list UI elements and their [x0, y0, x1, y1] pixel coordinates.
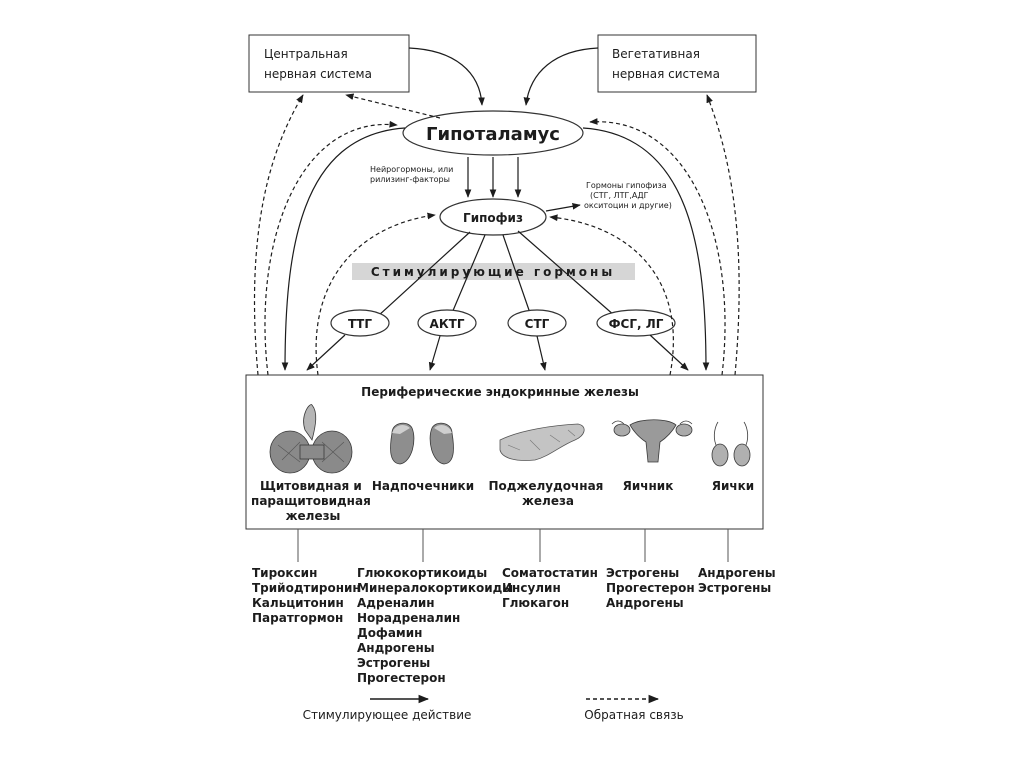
stimulating-header-label: Стимулирующие гормоны: [371, 265, 615, 279]
legend-stimulating-label: Стимулирующее действие: [303, 708, 472, 722]
svg-text:ФСГ, ЛГ: ФСГ, ЛГ: [609, 317, 664, 331]
ans-label: Вегетативная нервная система: [612, 47, 720, 81]
feedback-to-hypothalamus-left: [264, 120, 398, 376]
gland-label-thyroid: Щитовидная и паращитовидная железы: [251, 479, 375, 523]
fsg-arrow: [649, 334, 689, 371]
pituitary-node: [439, 198, 547, 236]
gland-label-ovary: Яичник: [623, 479, 674, 493]
hormones-pancreas: Соматостатин Инсулин Глюкагон: [502, 566, 602, 610]
pit-aktg-line: [451, 234, 486, 314]
pituitary-label: Гипофиз: [463, 211, 523, 225]
cns-box: [248, 34, 410, 93]
aktg-arrow: [428, 335, 441, 371]
peripheral-header: Периферические эндокринные железы: [361, 385, 639, 399]
legend-feedback-label: Обратная связь: [584, 708, 683, 722]
gland-label-adrenal: Надпочечники: [372, 479, 474, 493]
pit-fsg-line: [517, 230, 616, 317]
svg-text:АКТГ: АКТГ: [430, 317, 465, 331]
hormones-thyroid: Тироксин Трийодтиронин Кальцитонин Парат…: [252, 566, 365, 625]
testes-icon: [711, 421, 751, 467]
hypo-left-long-arrow: [281, 127, 406, 371]
pituitary-hormones-annotation: Гормоны гипофиза (СТГ, ЛТГ,АДГ окситоцин…: [584, 181, 672, 210]
hypothalamus-label: Гипоталамус: [426, 124, 560, 145]
ttg-arrow: [306, 334, 346, 371]
ans-box: [597, 34, 757, 93]
hormone-aktg: АКТГ: [417, 309, 477, 337]
hypothalamus-node: [402, 110, 584, 156]
cns-to-hypothalamus-arrow: [408, 47, 485, 106]
neurohormones-annotation: Нейрогормоны, или рилизинг-факторы: [370, 165, 456, 184]
hormone-ttg: ТТГ: [330, 309, 390, 337]
hormones-testes: Андрогены Эстрогены: [698, 566, 780, 595]
gland-label-pancreas: Поджелудочная железа: [488, 479, 607, 508]
gland-label-testes: Яички: [712, 479, 754, 493]
cns-label: Центральная нервная система: [264, 47, 372, 81]
pancreas-icon: [499, 423, 585, 461]
feedback-to-hypothalamus-right: [589, 118, 726, 376]
thyroid-icon: [269, 404, 353, 474]
feedback-to-pituitary-left: [315, 212, 436, 376]
feedback-to-pituitary-right: [549, 214, 674, 376]
hormone-fsg-lg: ФСГ, ЛГ: [596, 309, 676, 337]
adrenal-icon: [390, 422, 454, 465]
ans-to-hypothalamus-arrow: [523, 47, 599, 106]
hormones-ovary: Эстрогены Прогестерон Андрогены: [606, 566, 699, 610]
ovary-icon: [611, 419, 693, 463]
feedback-to-ans: [706, 94, 740, 376]
feedback-to-cns: [253, 94, 304, 376]
svg-text:СТГ: СТГ: [525, 317, 550, 331]
svg-text:ТТГ: ТТГ: [348, 317, 372, 331]
pit-stg-line: [502, 234, 531, 314]
hypo-right-long-arrow: [582, 127, 710, 371]
hypothalamus-to-cns-feedback: [345, 93, 441, 119]
stg-arrow: [536, 335, 547, 371]
hormone-stg: СТГ: [507, 309, 567, 337]
hormones-adrenal: Глюкокортикоиды Минералокортикоиды Адрен…: [357, 566, 517, 685]
pituitary-hormones-arrow: [545, 203, 581, 212]
pit-ttg-line: [377, 231, 471, 317]
